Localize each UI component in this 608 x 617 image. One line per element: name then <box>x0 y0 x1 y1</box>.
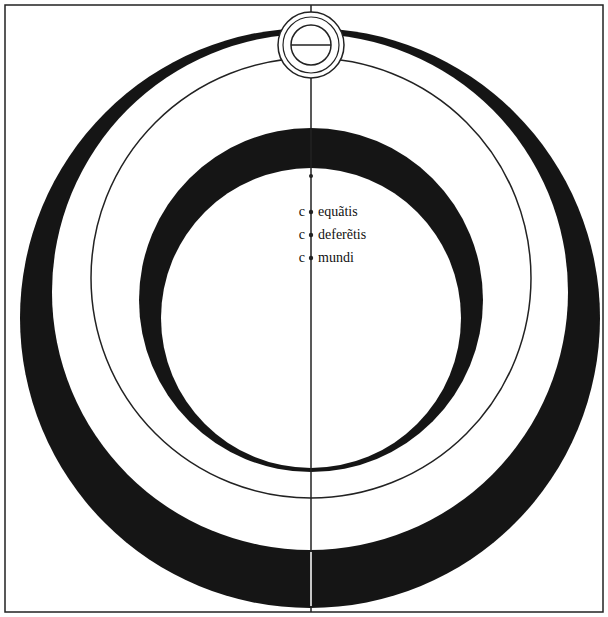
outer-eccentric-ring <box>20 28 600 608</box>
apsidal-line <box>310 5 312 612</box>
epicycle-inner <box>283 17 339 73</box>
center-name: mundi <box>318 250 354 266</box>
planet-circle <box>291 25 331 65</box>
center-dot <box>309 210 313 214</box>
center-name: deferẽtis <box>318 227 366 243</box>
planet-cross <box>291 44 331 46</box>
frame <box>5 5 603 612</box>
center-letter: c <box>299 250 305 266</box>
center-letter: c <box>299 227 305 243</box>
center-dot <box>309 256 313 260</box>
center-letter: c <box>299 204 305 220</box>
center-dot <box>309 233 313 237</box>
apsidal-line-light <box>310 552 312 606</box>
apogee-dot <box>309 174 313 178</box>
epicycle-outer <box>278 12 344 78</box>
center-name: equãtis <box>318 204 358 220</box>
